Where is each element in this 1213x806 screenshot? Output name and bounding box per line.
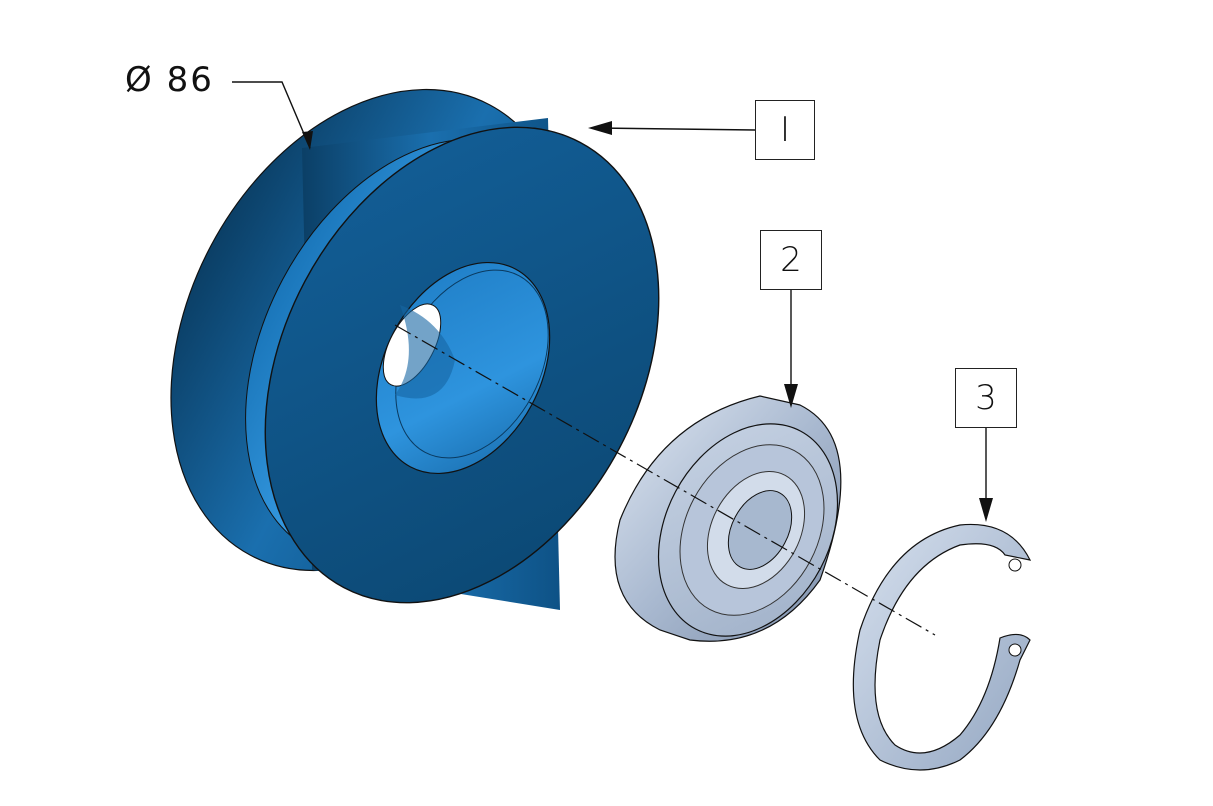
retaining-ring-body: [852, 523, 1032, 771]
callout-i-leader: [595, 127, 756, 131]
callout-box-3: 3: [955, 368, 1017, 428]
callout-box-i: I: [755, 100, 815, 160]
bearing-bore: [727, 490, 793, 570]
diameter-leader: [232, 81, 311, 149]
callout-2-arrowhead: [784, 384, 798, 408]
callout-label-3: 3: [975, 378, 997, 418]
center-axis: [394, 324, 936, 636]
diameter-arrowhead: [302, 131, 313, 150]
callout-label-i: I: [779, 110, 791, 150]
bearing: [614, 395, 842, 642]
diameter-value: 86: [166, 60, 214, 100]
ring-lug-hole-bottom: [1008, 643, 1022, 657]
callout-i-arrowhead: [588, 121, 612, 135]
diameter-symbol: Ø: [125, 60, 154, 100]
callout-3-arrowhead: [979, 498, 993, 522]
diameter-dimension: Ø 86: [125, 60, 214, 100]
retaining-ring: [852, 523, 1032, 771]
ring-lug-hole-top: [1008, 558, 1022, 572]
callout-box-2: 2: [760, 230, 822, 290]
pulley-bore-shadow: [395, 305, 455, 399]
pulley: [170, 88, 660, 610]
callout-label-2: 2: [780, 240, 802, 280]
